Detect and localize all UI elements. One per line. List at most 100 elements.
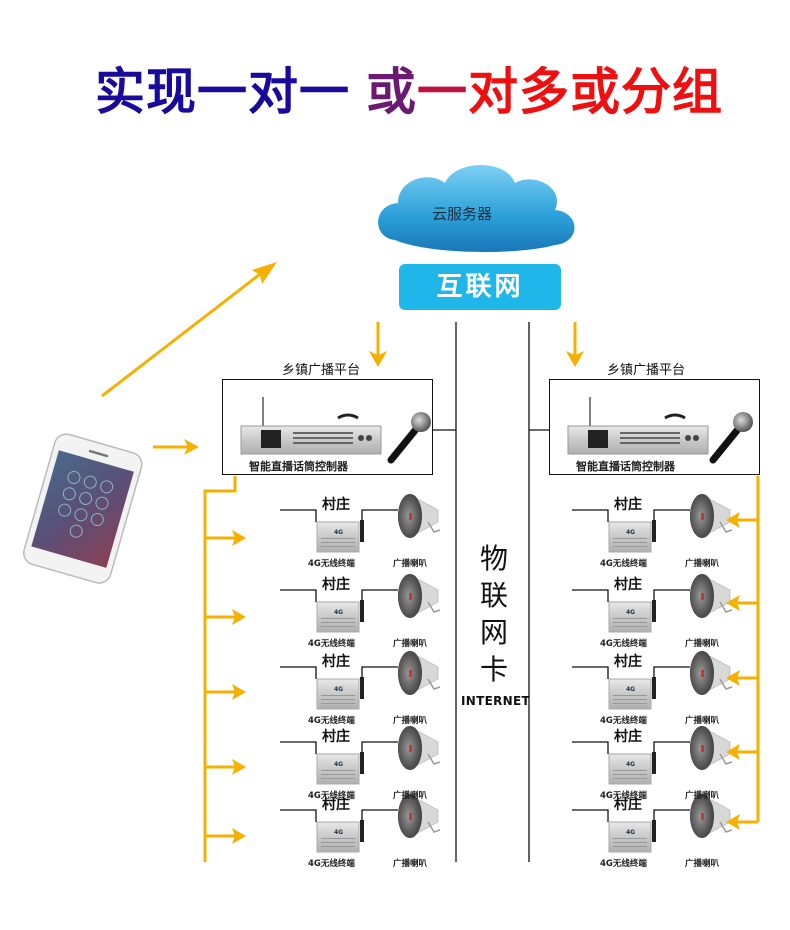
village-node: 4G [280, 574, 441, 633]
4g-terminal-icon: 4G [316, 520, 364, 553]
broadcast-controller-icon [240, 397, 382, 455]
speaker-caption: 广播喇叭 [685, 716, 720, 726]
village-node: 4G [280, 494, 441, 553]
4g-terminal-icon: 4G [316, 677, 364, 710]
4g-terminal-icon: 4G [316, 820, 364, 853]
branch-arrow-icon [205, 828, 246, 844]
controller-caption-right: 智能直播话筒控制器 [576, 460, 675, 473]
village-label: 村庄 [322, 497, 350, 513]
4g-terminal-icon: 4G [608, 820, 656, 853]
down-arrow-icon [368, 322, 585, 368]
horn-speaker-icon [690, 494, 733, 538]
horn-speaker-icon [398, 574, 441, 618]
terminal-caption: 4G无线终端 [600, 716, 647, 726]
title-part-one-to-many: 对多或分组 [468, 63, 723, 121]
village-node: 4G [572, 794, 733, 853]
platform-title-left: 乡镇广播平台 [282, 363, 361, 378]
village-node: 4G [280, 651, 441, 710]
speaker-caption: 广播喇叭 [393, 559, 428, 569]
internet-button[interactable]: 互联网 [399, 264, 561, 310]
horn-speaker-icon [690, 574, 733, 618]
branch-arrow-icon [205, 759, 246, 775]
branch-arrow-icon [726, 814, 758, 830]
village-label: 村庄 [614, 497, 642, 513]
village-node: 4G [572, 651, 733, 710]
svg-text:4G: 4G [626, 761, 635, 768]
village-node: 4G [572, 494, 733, 553]
left-distribution-bus [203, 476, 237, 862]
branch-arrow-icon [205, 684, 246, 700]
svg-text:4G: 4G [334, 761, 343, 768]
svg-text:4G: 4G [334, 829, 343, 836]
village-label: 村庄 [322, 729, 350, 745]
iot-char: 物 [479, 542, 508, 575]
village-node: 4G [280, 726, 441, 785]
terminal-caption: 4G无线终端 [600, 639, 647, 649]
terminal-caption: 4G无线终端 [600, 859, 647, 869]
speaker-caption: 广播喇叭 [685, 559, 720, 569]
4g-terminal-icon: 4G [608, 520, 656, 553]
horn-speaker-icon [398, 651, 441, 695]
village-label: 村庄 [614, 577, 642, 593]
svg-text:4G: 4G [334, 686, 343, 693]
speaker-caption: 广播喇叭 [685, 859, 720, 869]
4g-terminal-icon: 4G [608, 677, 656, 710]
village-node: 4G [572, 726, 733, 785]
microphone-icon [387, 412, 431, 464]
platform-box-left: 智能直播话筒控制器 [222, 379, 433, 475]
svg-text:4G: 4G [626, 609, 635, 616]
terminal-caption: 4G无线终端 [308, 859, 355, 869]
horn-speaker-icon [398, 494, 441, 538]
village-label: 村庄 [322, 577, 350, 593]
4g-terminal-icon: 4G [316, 752, 364, 785]
smartphone-icon [22, 433, 143, 584]
title-part-one: 一 [417, 63, 468, 121]
controller-caption-left: 智能直播话筒控制器 [249, 460, 348, 473]
microphone-icon [709, 412, 753, 464]
terminal-caption: 4G无线终端 [308, 791, 355, 801]
svg-text:4G: 4G [334, 609, 343, 616]
terminal-caption: 4G无线终端 [600, 791, 647, 801]
speaker-caption: 广播喇叭 [685, 791, 720, 801]
horn-speaker-icon [690, 726, 733, 770]
horn-speaker-icon [690, 651, 733, 695]
svg-text:4G: 4G [626, 686, 635, 693]
terminal-caption: 4G无线终端 [308, 639, 355, 649]
iot-char: 联 [479, 579, 508, 612]
page-title: 实现一对一或一对多或分组 [95, 52, 723, 124]
cloud-server-icon [378, 164, 575, 252]
title-part-or: 或 [366, 63, 417, 121]
village-label: 村庄 [614, 729, 642, 745]
platform-title-right: 乡镇广播平台 [607, 363, 686, 378]
branch-arrow-icon [726, 670, 758, 686]
4g-terminal-icon: 4G [608, 752, 656, 785]
branch-arrow-icon [205, 609, 246, 625]
phone-to-platform-arrow-icon [153, 439, 199, 455]
4g-terminal-icon: 4G [608, 600, 656, 633]
speaker-caption: 广播喇叭 [393, 639, 428, 649]
branch-arrow-icon [726, 595, 758, 611]
4g-terminal-icon: 4G [316, 600, 364, 633]
broadcast-controller-icon [567, 397, 709, 455]
speaker-caption: 广播喇叭 [685, 639, 720, 649]
village-node: 4G [280, 794, 441, 853]
terminal-caption: 4G无线终端 [308, 716, 355, 726]
speaker-caption: 广播喇叭 [393, 791, 428, 801]
village-label: 村庄 [322, 797, 350, 813]
internet-label: INTERNET [461, 694, 530, 708]
svg-text:4G: 4G [626, 529, 635, 536]
iot-card-label: 物 联 网 卡 [474, 540, 514, 688]
horn-speaker-icon [690, 794, 733, 838]
village-label: 村庄 [614, 797, 642, 813]
terminal-caption: 4G无线终端 [308, 559, 355, 569]
branch-arrow-icon [205, 530, 246, 546]
branch-arrow-icon [726, 512, 758, 528]
village-label: 村庄 [614, 654, 642, 670]
speaker-caption: 广播喇叭 [393, 716, 428, 726]
svg-text:4G: 4G [626, 829, 635, 836]
village-label: 村庄 [322, 654, 350, 670]
terminal-caption: 4G无线终端 [600, 559, 647, 569]
branch-arrow-icon [726, 744, 758, 760]
cloud-server-label: 云服务器 [432, 205, 493, 223]
